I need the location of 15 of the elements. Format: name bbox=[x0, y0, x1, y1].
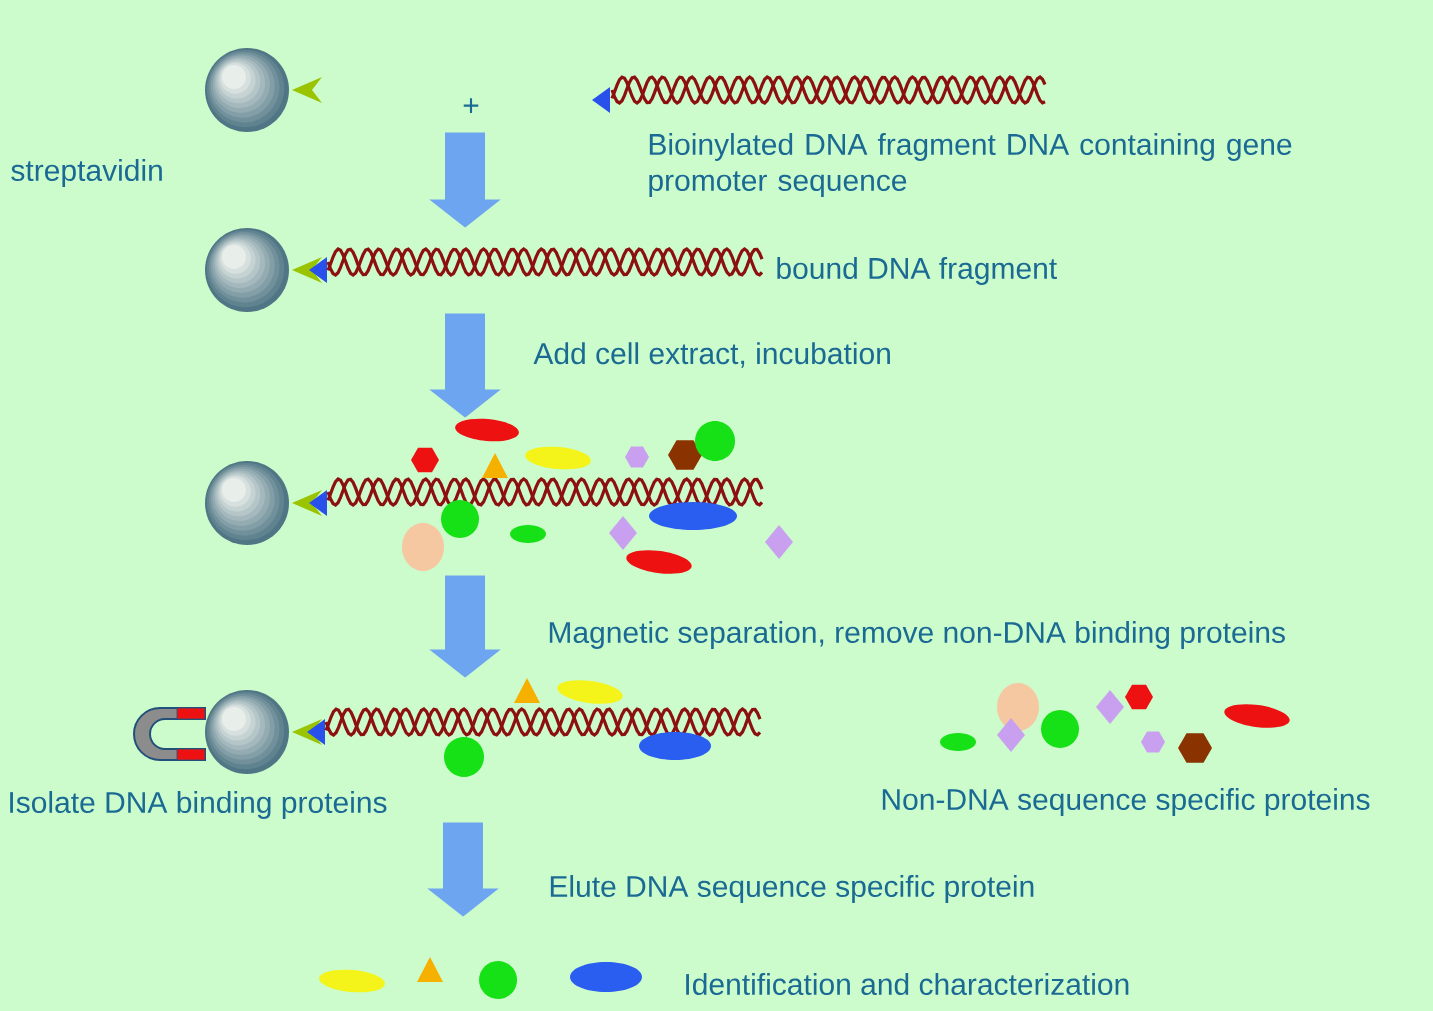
protein-group-drawing bbox=[319, 957, 642, 999]
plus-sign: + bbox=[463, 98, 479, 113]
edge-label: Magnetic separation, remove non-DNA binding proteins bbox=[549, 621, 1285, 649]
caption: Bioinylated DNA fragment DNA containing gene promoter sequence bbox=[649, 133, 1292, 197]
node-label: Isolate DNA binding proteins bbox=[10, 791, 387, 819]
protein-mixture-drawing bbox=[205, 418, 793, 574]
caption: streptavidin bbox=[11, 159, 162, 187]
edge-label: Add cell extract, incubation bbox=[533, 342, 890, 368]
edge-label: Elute DNA sequence specific protein bbox=[550, 875, 1034, 903]
node-label: Identification and characterization bbox=[686, 973, 1129, 995]
protein-group-drawing bbox=[940, 683, 1290, 763]
node-label: bound DNA fragment bbox=[777, 257, 1057, 285]
bead-dna-drawing bbox=[205, 228, 764, 312]
node-label: Non-DNA sequence specific proteins bbox=[882, 788, 1370, 816]
bead-dna-drawing bbox=[205, 48, 1047, 132]
